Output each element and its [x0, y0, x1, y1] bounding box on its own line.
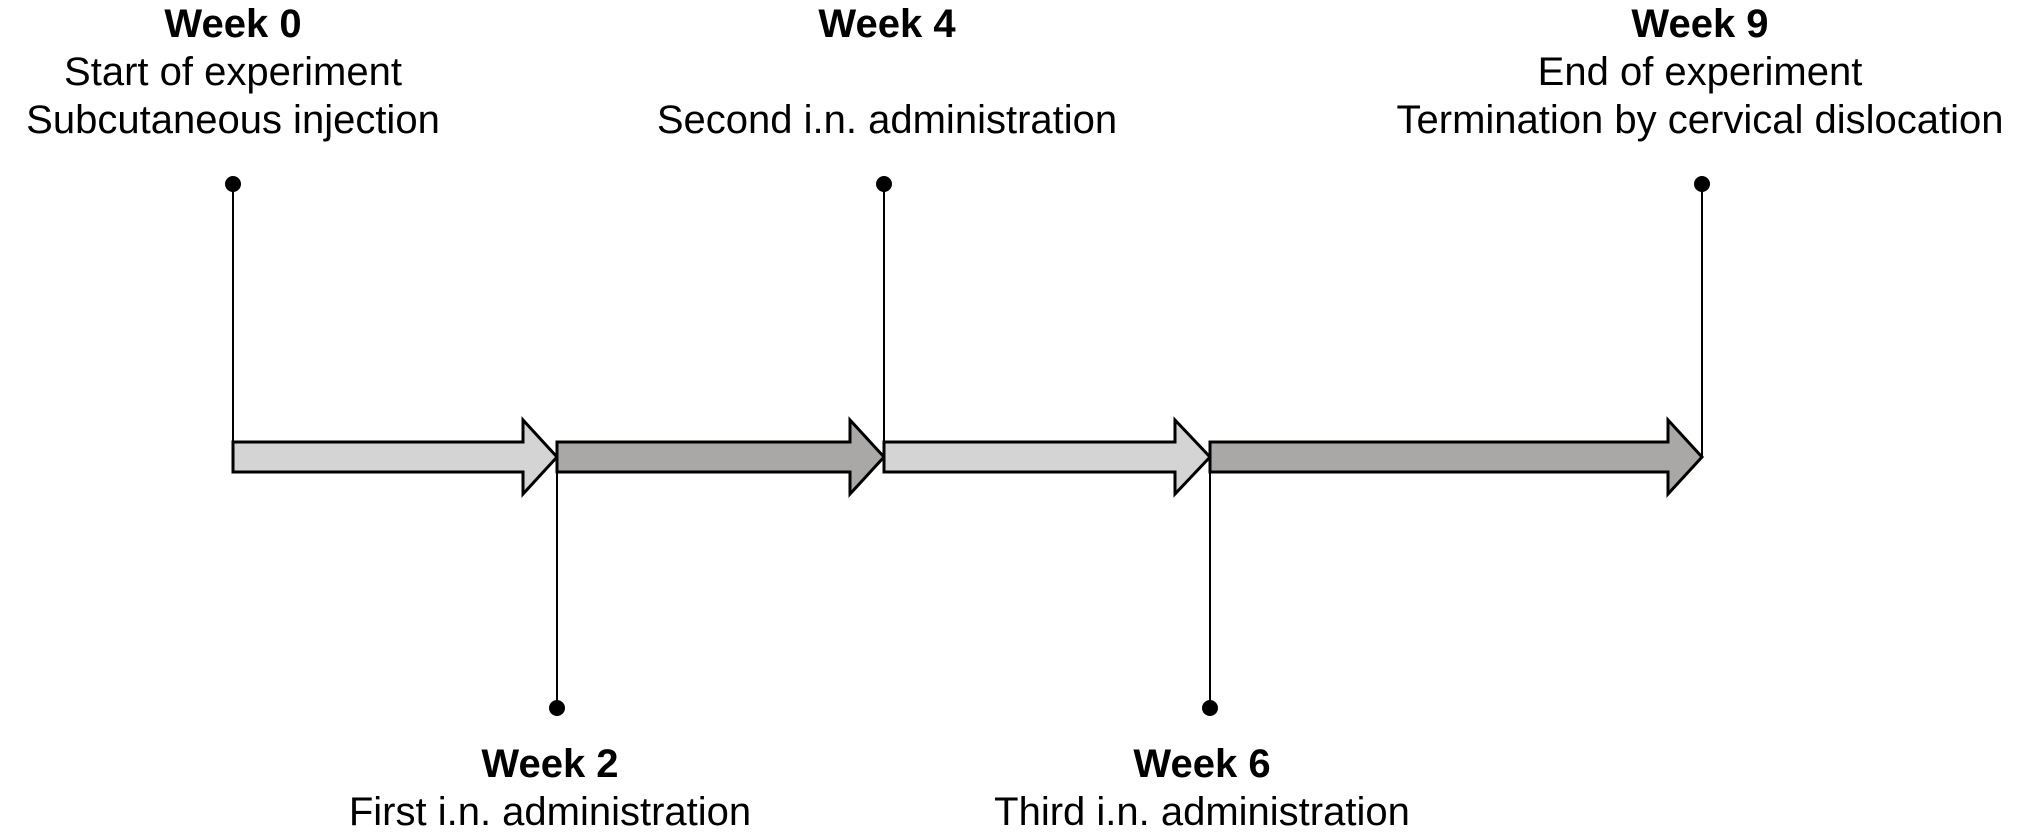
milestone-week4-line1: Second i.n. administration	[656, 98, 1118, 142]
pin-dot-week6	[1202, 700, 1218, 716]
milestone-week4-label: Week 4 Second i.n. administration	[657, 0, 1117, 144]
milestone-week9-line2: Termination by cervical dislocation	[1396, 98, 2004, 142]
milestone-week2-title: Week 2	[481, 742, 619, 786]
arrow-week0-week2	[231, 416, 560, 498]
arrow-week2-week4	[555, 416, 887, 498]
milestone-week0-line1: Start of experiment	[64, 50, 402, 94]
milestone-week2-label: Week 2 First i.n. administration	[349, 740, 751, 836]
milestone-week9-title: Week 9	[1631, 2, 1769, 46]
milestone-week9-label: Week 9 End of experiment Termination by …	[1397, 0, 2004, 144]
milestone-week6-title: Week 6	[1133, 742, 1271, 786]
milestone-week9-line1: End of experiment	[1537, 50, 1863, 94]
milestone-week6-line1: Third i.n. administration	[994, 790, 1410, 834]
milestone-week0-title: Week 0	[164, 2, 302, 46]
milestone-week6-label: Week 6 Third i.n. administration	[994, 740, 1410, 836]
pin-dot-week9	[1694, 176, 1710, 192]
milestone-week0-label: Week 0 Start of experiment Subcutaneous …	[26, 0, 440, 144]
pin-dot-week0	[225, 176, 241, 192]
milestone-week4-title: Week 4	[818, 2, 956, 46]
arrow-week6-week9	[1208, 416, 1705, 498]
milestone-week2-line1: First i.n. administration	[348, 790, 752, 834]
arrow-week4-week6	[882, 416, 1213, 498]
pin-dot-week4	[876, 176, 892, 192]
milestone-week0-line2: Subcutaneous injection	[26, 98, 440, 142]
pin-dot-week2	[549, 700, 565, 716]
